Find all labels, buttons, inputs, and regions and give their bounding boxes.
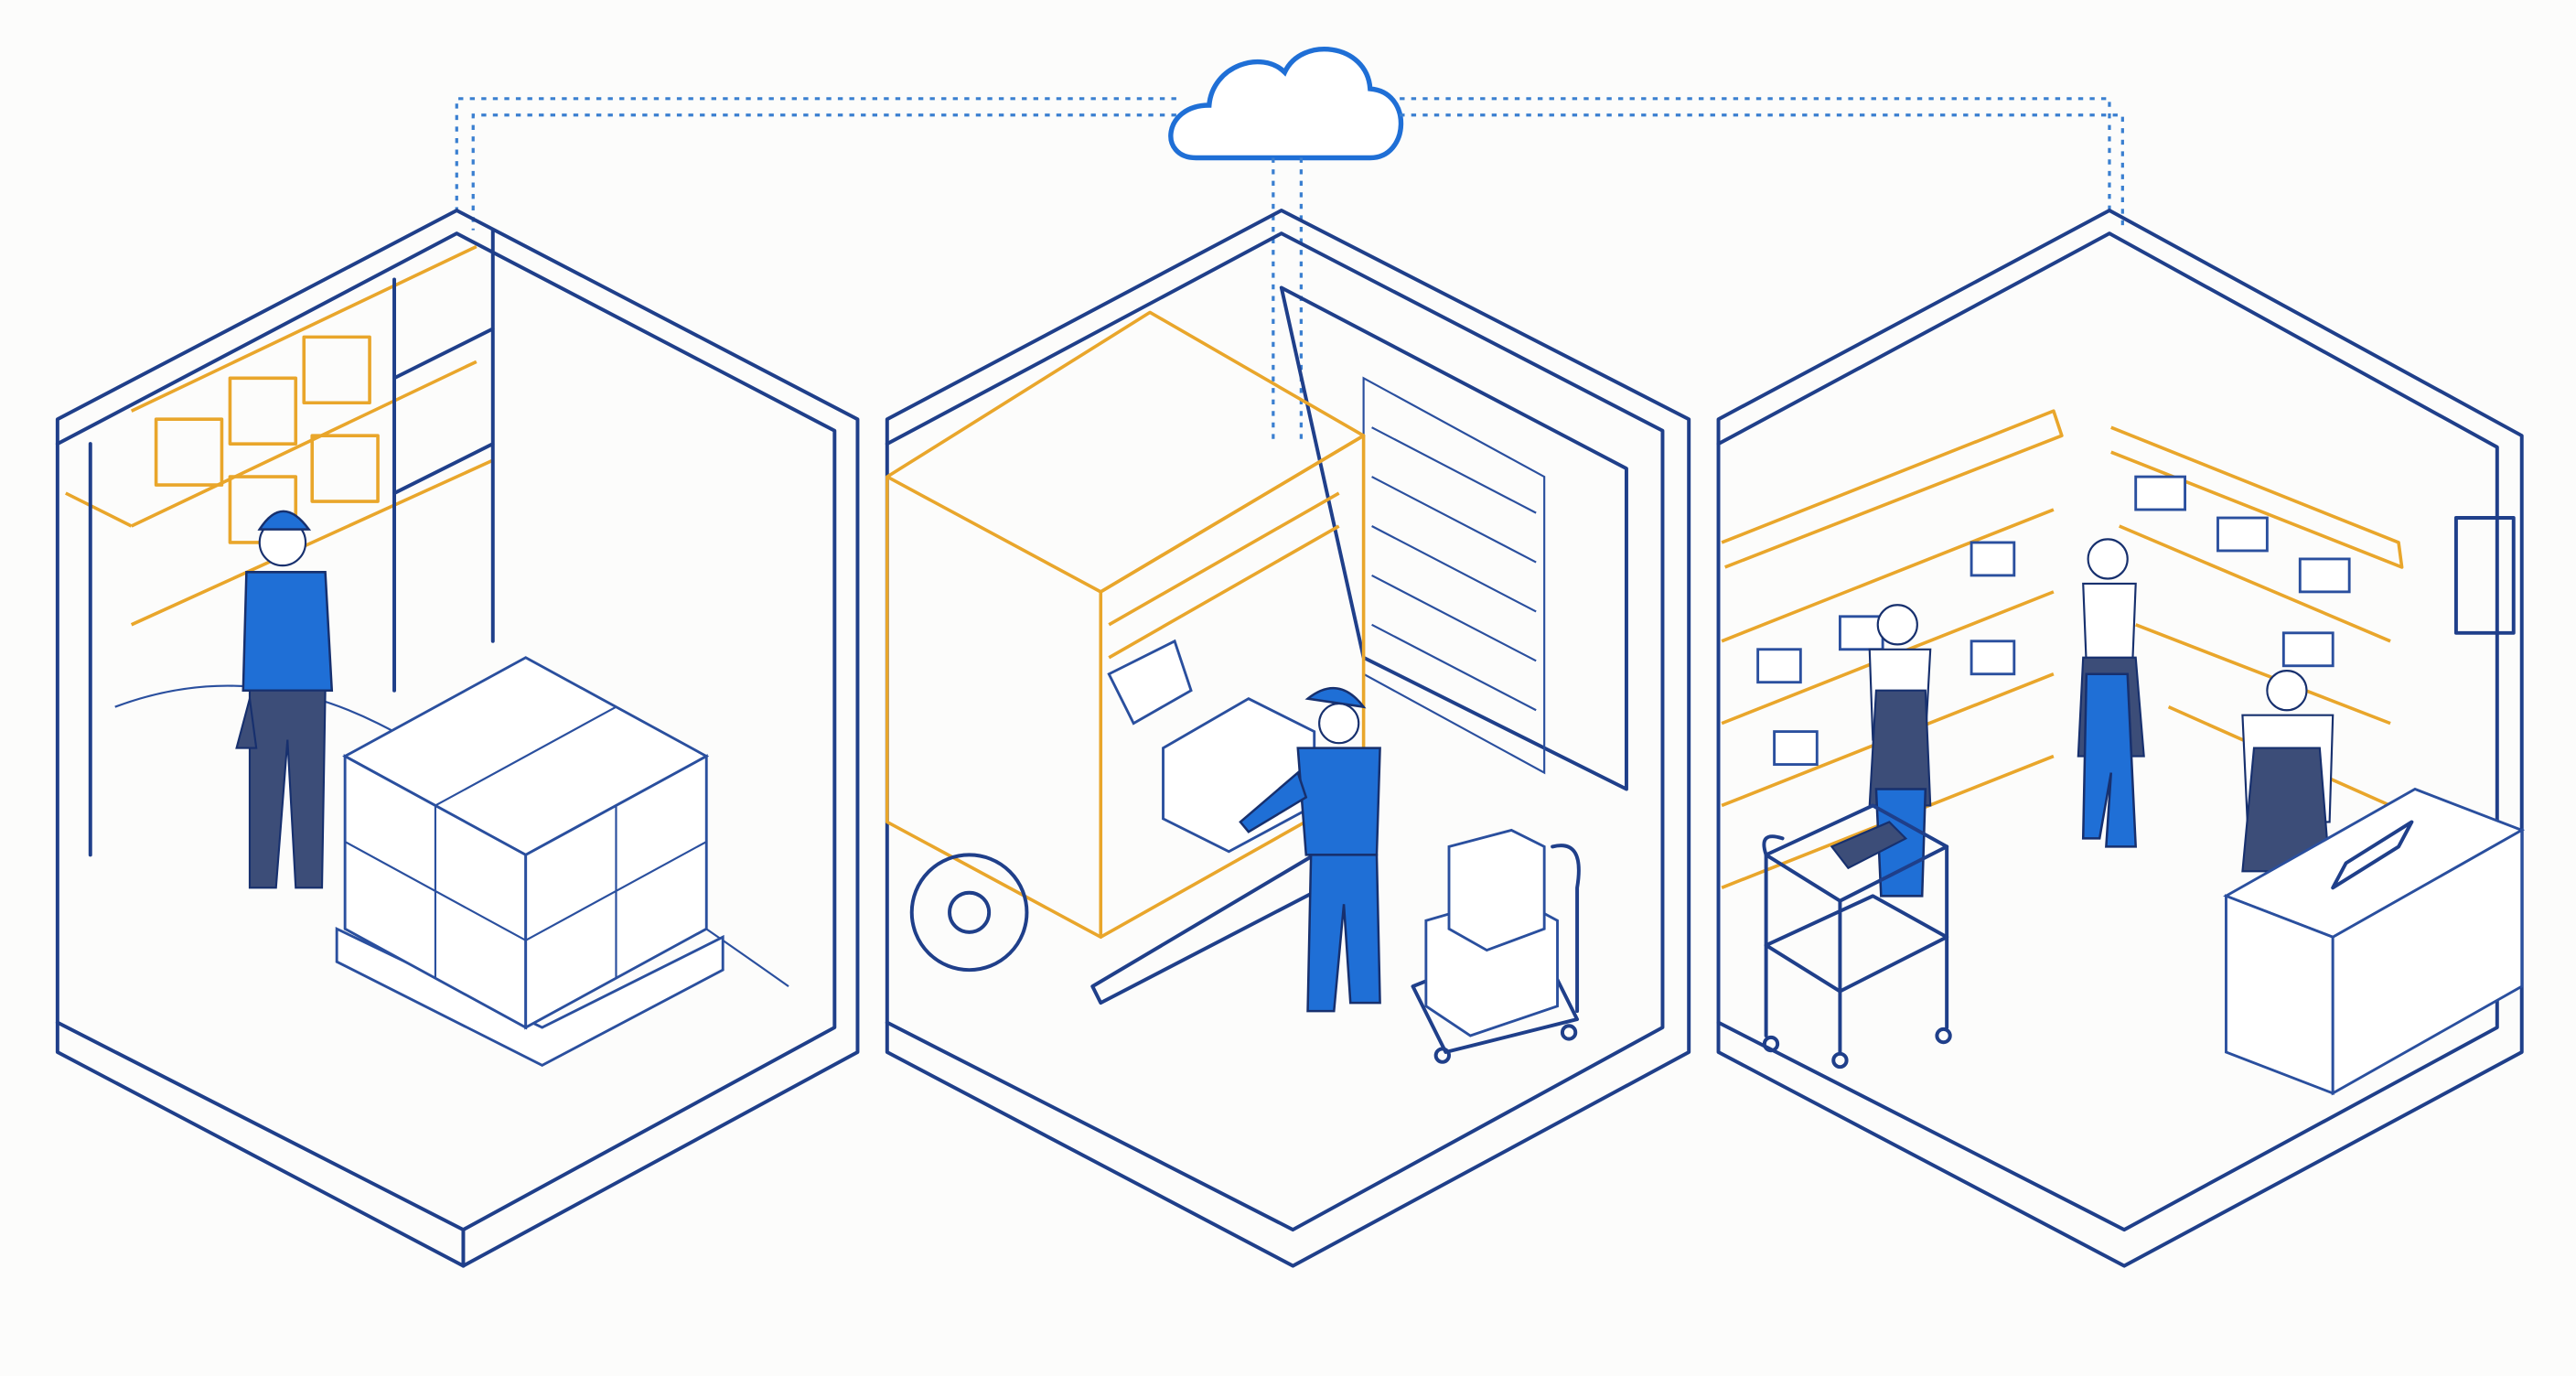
worker-loading-box — [1239, 686, 1381, 1013]
stocking-worker-left — [1868, 604, 1932, 898]
pallet-of-boxes — [335, 656, 724, 1068]
connection-line-right-inner — [1400, 113, 2124, 231]
worker-with-scanner — [235, 510, 334, 889]
scene-warehouse — [55, 209, 860, 1268]
hand-truck — [1411, 828, 1581, 1064]
shelving — [65, 228, 495, 857]
shelves — [1721, 409, 2516, 889]
stocking-worker-middle — [2077, 538, 2145, 848]
connection-line-right — [1400, 97, 2111, 211]
connection-line-left — [455, 97, 1176, 211]
cloud-icon — [1168, 47, 1404, 161]
checkout-counter-with-tablet — [2223, 787, 2526, 1096]
cloud-network — [455, 47, 2124, 445]
connection-line-left-inner — [471, 113, 1176, 231]
scene-retail-store — [1716, 209, 2526, 1268]
delivery-truck — [886, 310, 1366, 1005]
scene-loading-dock — [885, 209, 1691, 1268]
cashier — [2241, 670, 2334, 873]
service-cart — [1762, 803, 1952, 1070]
